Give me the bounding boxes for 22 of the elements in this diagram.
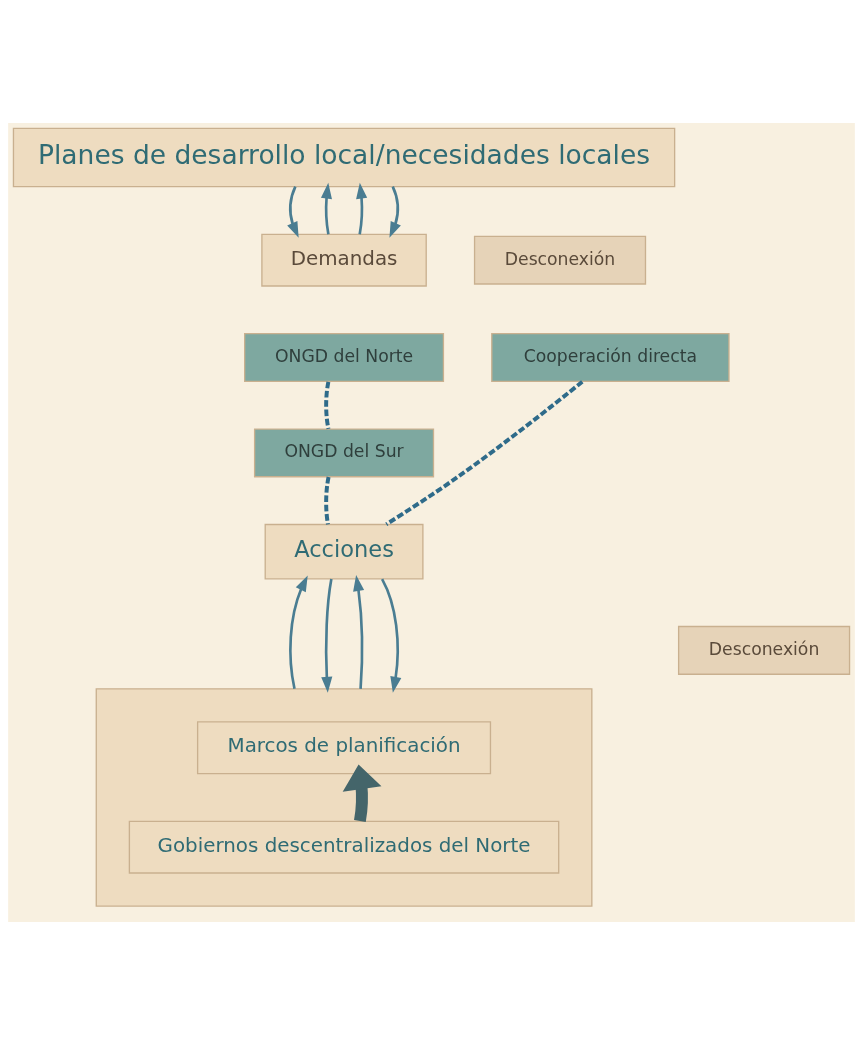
node-box: ONGD del Norte (244, 333, 445, 383)
node-box: Cooperación directa (491, 333, 730, 383)
arrow (321, 578, 333, 693)
arrow (380, 578, 402, 693)
node-box: Desconexión (677, 625, 851, 675)
arrow (356, 182, 368, 235)
node-box: Acciones (264, 523, 424, 580)
cluster (95, 688, 593, 907)
node-box: Gobiernos descentralizados del Norte (128, 820, 560, 874)
node-box: Demandas (261, 233, 427, 287)
arrow (320, 182, 332, 235)
node-box: Desconexión (473, 235, 647, 285)
arrow (289, 575, 308, 690)
arrow (389, 186, 401, 238)
connector (324, 381, 331, 430)
node-box: Marcos de planificación (196, 721, 492, 775)
node-box: ONGD del Sur (253, 428, 435, 478)
connector (385, 380, 584, 526)
node-box: Planes de desarrollo local/necesidades locales (12, 127, 676, 188)
connector (324, 476, 331, 525)
arrow (287, 186, 299, 238)
arrow (353, 575, 365, 689)
